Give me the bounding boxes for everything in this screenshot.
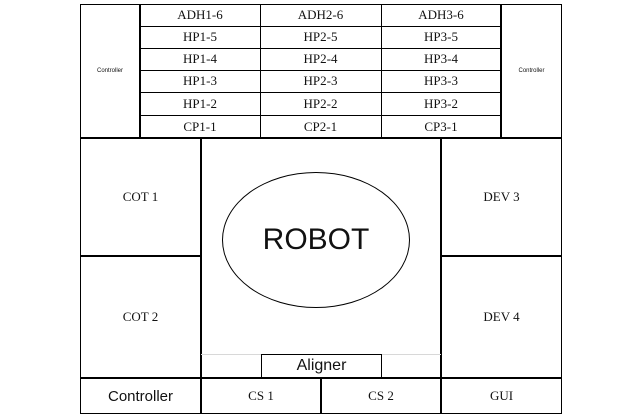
dev4-label: DEV 4 [483,309,520,324]
grid-cell-hp2-4-text: HP2-4 [303,51,338,66]
cs2-module: CS 2 [321,378,441,414]
grid-divider-h5 [140,115,501,116]
grid-cell-hp1-4-text: HP1-4 [183,51,217,66]
cot1-label: COT 1 [122,189,159,204]
grid-cell-cp3-1: CP3-1 [381,115,501,138]
grid-cell-hp2-4: HP2-4 [260,48,381,70]
robot-ellipse: ROBOT [222,172,410,308]
dev3-label: DEV 3 [483,189,520,204]
grid-cell-hp3-4-text: HP3-4 [424,51,458,66]
gui-module: GUI [441,378,562,414]
grid-divider-h1 [140,26,501,27]
grid-cell-adh2-text: ADH2-6 [297,7,344,22]
grid-cell-cp3-1-text: CP3-1 [424,118,458,134]
grid-cell-hp1-2-text: HP1-2 [183,95,217,111]
grid-cell-cp2-1: CP2-1 [260,115,381,138]
cot1-module: COT 1 [80,138,201,256]
gui-label: GUI [489,388,514,403]
grid-cell-hp2-5-text: HP2-5 [303,29,338,44]
grid-cell-adh3: ADH3-6 [381,4,501,26]
grid-cell-adh2: ADH2-6 [260,4,381,26]
top-left-controller: Controller [80,4,140,138]
top-right-controller: Controller [501,4,562,138]
dev4-module: DEV 4 [441,256,562,378]
grid-cell-adh3-text: ADH3-6 [418,7,464,22]
grid-cell-hp1-3: HP1-3 [140,70,260,92]
grid-cell-adh1: ADH1-6 [140,4,260,26]
cs1-module: CS 1 [201,378,321,414]
grid-cell-hp3-2-text: HP3-2 [424,95,458,111]
grid-cell-hp3-3-text: HP3-3 [424,73,458,88]
grid-divider-v1 [260,4,261,138]
bottom-controller-label: Controller [107,387,174,405]
robot-label: ROBOT [262,223,370,256]
grid-cell-hp2-3-text: HP2-3 [303,73,338,88]
aligner-module: Aligner [261,354,382,378]
grid-cell-hp3-4: HP3-4 [381,48,501,70]
grid-divider-v2 [381,4,382,138]
dev3-module: DEV 3 [441,138,562,256]
top-right-controller-label: Controller [518,68,545,74]
grid-cell-hp2-2-text: HP2-2 [303,95,338,111]
grid-cell-cp1-1: CP1-1 [140,115,260,138]
grid-cell-hp3-2: HP3-2 [381,92,501,115]
cot2-module: COT 2 [80,256,201,378]
grid-cell-hp2-2: HP2-2 [260,92,381,115]
grid-cell-hp2-3: HP2-3 [260,70,381,92]
grid-cell-cp2-1-text: CP2-1 [303,118,338,134]
grid-cell-hp1-5-text: HP1-5 [183,29,217,44]
aligner-label: Aligner [296,357,347,374]
bottom-controller: Controller [80,378,201,414]
grid-divider-h2 [140,48,501,49]
grid-cell-hp3-5: HP3-5 [381,26,501,48]
cs1-label: CS 1 [248,388,274,403]
grid-cell-hp1-3-text: HP1-3 [183,73,217,88]
grid-cell-hp3-5-text: HP3-5 [424,29,458,44]
grid-divider-h4 [140,92,501,93]
grid-cell-hp2-5: HP2-5 [260,26,381,48]
cot2-label: COT 2 [122,309,159,324]
grid-cell-hp1-4: HP1-4 [140,48,260,70]
grid-cell-adh1-text: ADH1-6 [177,7,223,22]
top-left-controller-label: Controller [96,68,123,74]
grid-cell-hp3-3: HP3-3 [381,70,501,92]
grid-cell-hp1-2: HP1-2 [140,92,260,115]
grid-cell-cp1-1-text: CP1-1 [183,118,217,134]
grid-cell-hp1-5: HP1-5 [140,26,260,48]
grid-divider-h3 [140,70,501,71]
cs2-label: CS 2 [368,388,394,403]
